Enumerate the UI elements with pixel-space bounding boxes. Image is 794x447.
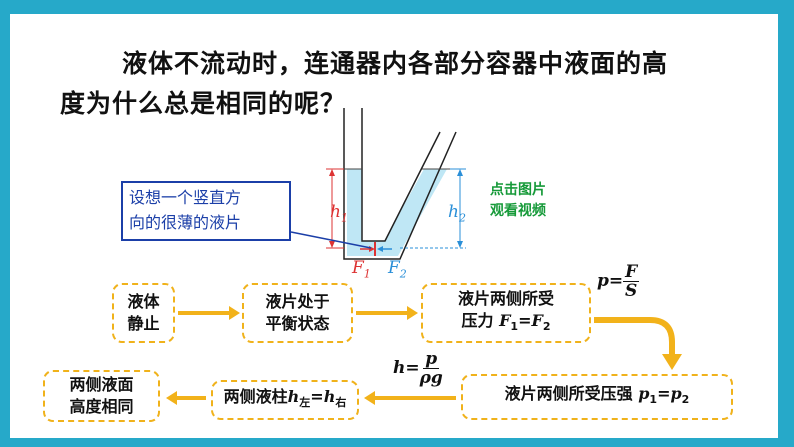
- flow-step-levels-same: 两侧液面高度相同: [43, 370, 160, 422]
- flow-arrow-5: [166, 391, 206, 405]
- h1-arrow-up: [329, 169, 335, 176]
- top-band: [0, 0, 794, 14]
- flow-step-equilibrium: 液片处于平衡状态: [242, 283, 353, 343]
- intro-line-1: 液体不流动时，连通器内各部分容器中液面的高: [122, 49, 669, 78]
- liquid-left-column: [347, 169, 362, 241]
- h2-arrow-up: [457, 169, 463, 176]
- flow-arrow-curve: [594, 317, 682, 370]
- callout-line-1: 设想一个竖直方: [129, 188, 242, 207]
- flow-arrow-2: [356, 306, 418, 320]
- callout-pointer: [290, 231, 372, 249]
- watch-video-link[interactable]: 点击图片 观看视频: [490, 180, 546, 222]
- callout-line-2: 向的很薄的液片: [129, 213, 242, 232]
- vessel-inner-wall: [361, 108, 441, 242]
- vessel-outer-wall: [343, 108, 457, 260]
- label-f2: F2: [388, 258, 407, 281]
- flow-arrow-4: [364, 391, 456, 405]
- video-link-line-2[interactable]: 观看视频: [490, 203, 546, 219]
- liquid-right-column: [384, 169, 447, 256]
- flow-step-equal-force: 液片两侧所受 压力 F1=F2: [421, 283, 591, 343]
- h1-arrow-down: [329, 241, 335, 248]
- force-f2-head: [377, 246, 383, 252]
- video-link-line-1[interactable]: 点击图片: [490, 182, 546, 198]
- intro-line-2: 度为什么总是相同的呢？: [60, 89, 347, 118]
- flow-step-liquid-static: 液体静止: [112, 283, 175, 343]
- flow-step-equal-height: 两侧液柱h左=h右: [211, 380, 359, 420]
- callout-liquid-sheet: 设想一个竖直方 向的很薄的液片: [121, 181, 291, 241]
- flow-arrow-1: [178, 306, 240, 320]
- flow-step-equal-pressure: 液片两侧所受压强 p1=p2: [461, 374, 733, 420]
- h2-arrow-down: [457, 241, 463, 248]
- label-f1: F1: [352, 258, 371, 281]
- label-h2: h2: [448, 202, 466, 225]
- label-h1: h1: [330, 202, 348, 225]
- intro-question: 液体不流动时，连通器内各部分容器中液面的高 度为什么总是相同的呢？: [60, 44, 740, 124]
